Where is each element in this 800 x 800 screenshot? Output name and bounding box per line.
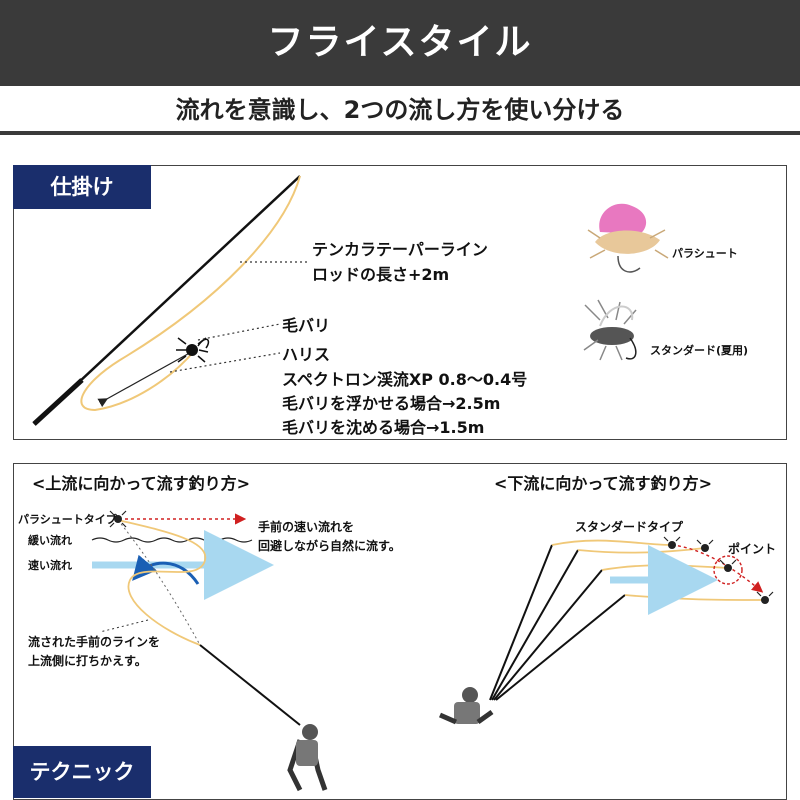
line-length-label: ロッドの長さ+2m [312, 265, 450, 284]
standard-fly-icon [583, 299, 637, 361]
header-bar: フライスタイル [0, 0, 800, 86]
downstream-flies-icon [663, 536, 774, 604]
technique-panel [13, 463, 787, 800]
mini-parachute-fly-icon [109, 510, 127, 528]
float-case-label: 毛バリを浮かせる場合→2.5m [282, 394, 501, 413]
rig-fly-icon [176, 337, 210, 363]
parachute-fly-icon [587, 203, 669, 273]
parachute-fly-label: パラシュート [672, 247, 738, 260]
upstream-note-left-1: 流された手前のラインを [28, 635, 161, 649]
technique-section-tag: テクニック [13, 746, 151, 798]
page-title: フライスタイル [267, 22, 533, 63]
point-label: ポイント [728, 542, 777, 556]
page-subtitle: 流れを意識し、2つの流し方を使い分ける [175, 96, 625, 124]
angler-left-icon [287, 724, 328, 792]
sink-case-label: 毛バリを沈める場合→1.5m [282, 418, 485, 437]
tippet-spec-label: スペクトロン渓流XP 0.8〜0.4号 [282, 370, 528, 389]
upstream-title: <上流に向かって流す釣り方> [32, 474, 251, 493]
downstream-title: <下流に向かって流す釣り方> [494, 474, 713, 493]
standard-fly-label: スタンダード(夏用) [650, 344, 749, 357]
header-divider [0, 131, 800, 135]
fast-current-label: 速い流れ [28, 559, 72, 572]
downstream-diagram [438, 536, 774, 725]
downstream-fly-type-label: スタンダードタイプ [575, 520, 684, 534]
point-marker [713, 555, 743, 585]
fly-label: 毛バリ [282, 316, 331, 335]
tippet [97, 349, 196, 408]
upstream-fly-type-label: パラシュートタイプ [18, 513, 117, 526]
angler-right-icon [438, 687, 494, 725]
rig-section-tag: 仕掛け [13, 165, 151, 209]
tenkara-line [80, 175, 301, 412]
upstream-note-right-1: 手前の速い流れを [258, 520, 355, 534]
upstream-note-right-2: 回避しながら自然に流す。 [258, 539, 401, 553]
upstream-note-left-2: 上流側に打ちかえす。 [28, 654, 147, 668]
slow-current-label: 緩い流れ [28, 534, 72, 547]
line-label: テンカラテーパーライン [312, 240, 488, 259]
upstream-diagram [91, 510, 328, 792]
rig-diagram [32, 175, 310, 426]
tippet-label: ハリス [282, 345, 331, 364]
rod-grip [32, 378, 84, 426]
